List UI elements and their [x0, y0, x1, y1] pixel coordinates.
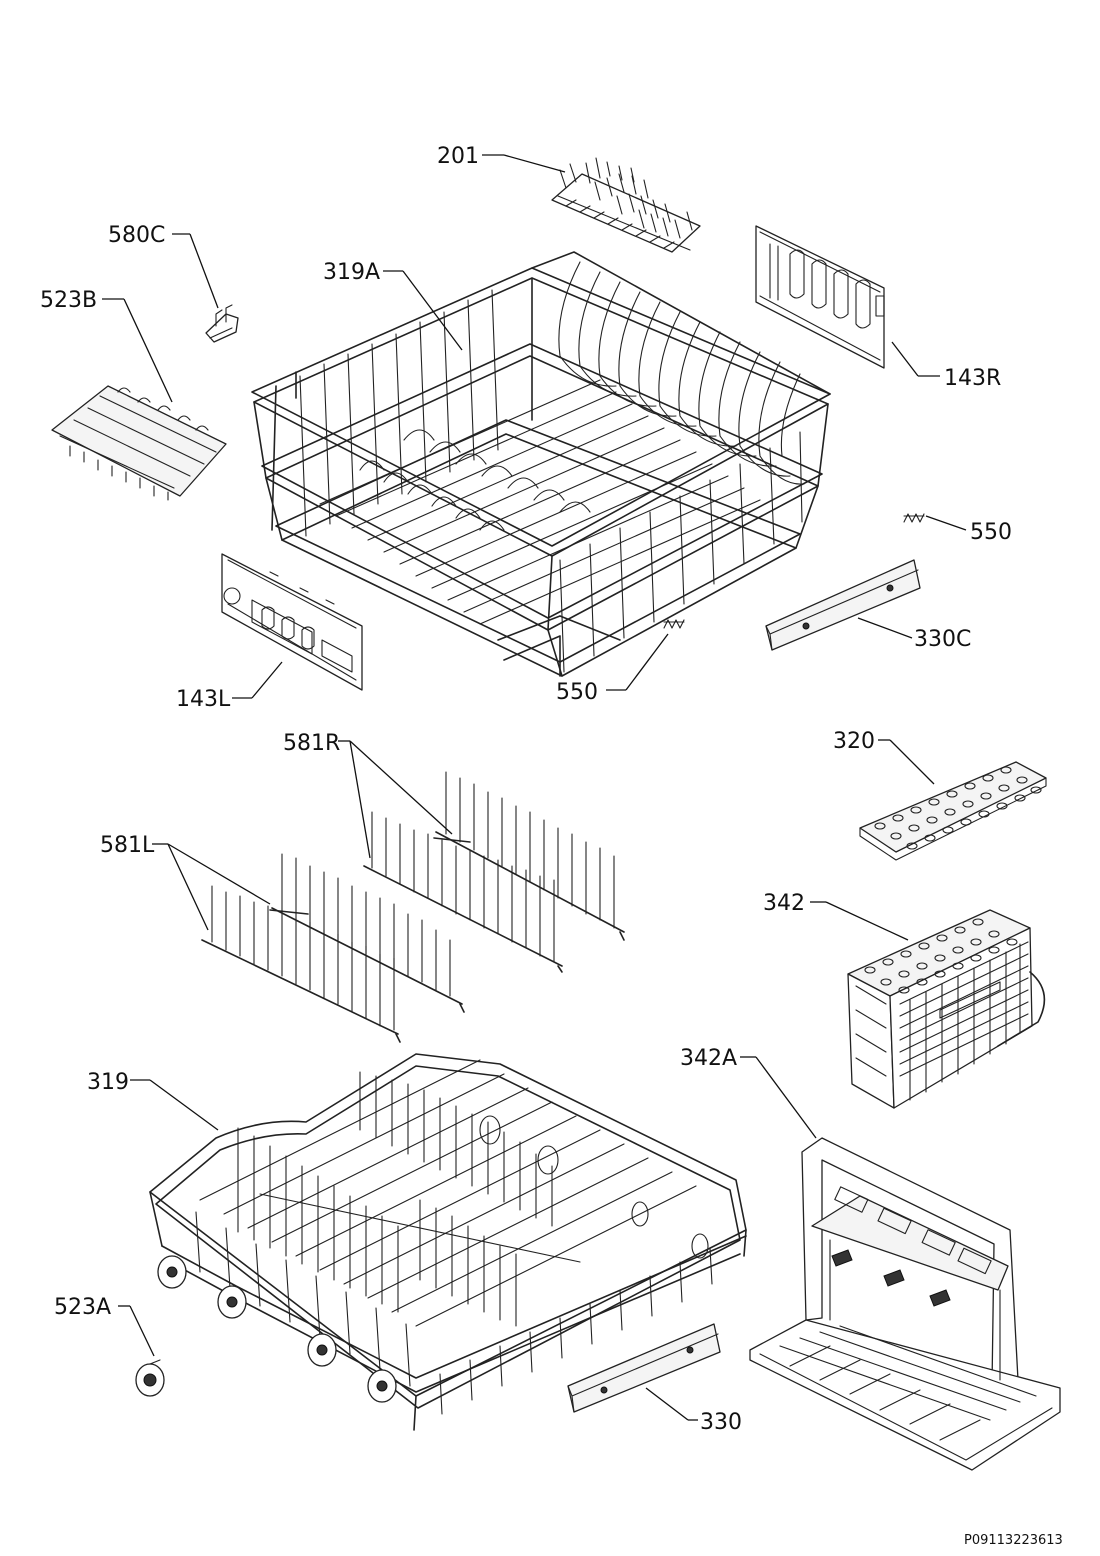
document-code: P09113223613 [964, 1533, 1063, 1548]
part-319A-upper-basket [251, 251, 831, 677]
label-330C: 330C [914, 627, 971, 652]
label-143R: 143R [944, 366, 1001, 391]
label-550-lower: 550 [556, 680, 598, 705]
part-523B-rail [51, 385, 227, 501]
part-550-spring-upper [903, 513, 925, 523]
label-550-upper: 550 [970, 520, 1012, 545]
part-319-lower-basket [149, 1053, 747, 1431]
label-320: 320 [833, 729, 875, 754]
label-319A: 319A [323, 260, 380, 285]
label-523B: 523B [40, 288, 97, 313]
part-330-strip [567, 1323, 721, 1413]
part-342A-basket [749, 1137, 1061, 1471]
label-201: 201 [437, 144, 479, 169]
part-143R-rail [755, 225, 885, 369]
label-319: 319 [87, 1070, 129, 1095]
label-580C: 580C [108, 223, 165, 248]
part-320-cutlery-tray [859, 761, 1047, 861]
label-581L: 581L [100, 833, 155, 858]
label-523A: 523A [54, 1295, 111, 1320]
part-330C-strip [765, 559, 921, 651]
part-143L-rail [221, 553, 363, 691]
label-143L: 143L [176, 687, 231, 712]
basket-wheels [157, 1255, 397, 1403]
label-342: 342 [763, 891, 805, 916]
label-330: 330 [700, 1410, 742, 1435]
part-581R-tine-row [363, 771, 625, 973]
part-342-cutlery-basket [847, 909, 1046, 1109]
part-580C-clip [205, 304, 239, 343]
part-581L-tine-row [201, 853, 465, 1043]
label-342A: 342A [680, 1046, 737, 1071]
part-201-tine-insert [551, 157, 701, 253]
part-523A-wheel [135, 1359, 165, 1397]
part-550-spring-lower [663, 619, 685, 629]
label-581R: 581R [283, 731, 340, 756]
